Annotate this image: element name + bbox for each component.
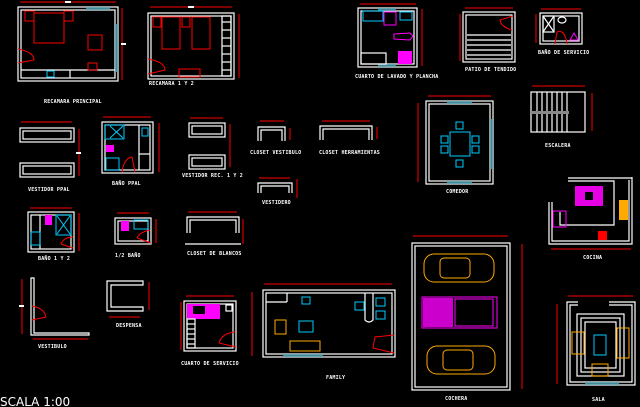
plan-vestidor-ppal: VESTIDOR PPAL [19, 121, 81, 193]
car-icon [426, 345, 496, 375]
room-label: VESTIDOR PPAL [28, 187, 70, 193]
plan-recamara-principal: RECAMARA PRINCIPAL [17, 1, 126, 105]
plan-cochera: COCHERA [411, 235, 523, 402]
plan-vestidor-rec: VESTIDOR REC. 1 Y 2 [182, 117, 243, 179]
room-label: RECAMARA PRINCIPAL [44, 99, 102, 105]
pickup-truck-icon [421, 296, 498, 329]
room-label: VESTIDERO [262, 200, 291, 206]
room-label: VESTIDOR REC. 1 Y 2 [182, 173, 243, 179]
plan-cuarto-lavado: CUARTO DE LAVADO Y PLANCHA [355, 3, 438, 80]
plan-vestidero: VESTIDERO [257, 177, 298, 206]
plan-medio-bano: 1/2 BAÑO [114, 212, 157, 259]
car-icon [423, 253, 495, 283]
scale-label: SCALA 1:00 [0, 395, 70, 407]
room-label: BAÑO DE SERVICIO [538, 49, 589, 56]
room-label: COCHERA [445, 396, 467, 402]
room-label: COCINA [583, 255, 602, 261]
plan-sala: SALA [556, 295, 636, 403]
plan-bano-ppal: BAÑO PPAL [101, 116, 160, 187]
room-label: ESCALERA [545, 143, 571, 149]
room-label: PATIO DE TENDIDO [465, 67, 516, 73]
plan-recamara-1-2: RECAMARA 1 Y 2 [147, 6, 240, 87]
room-label: RECAMARA 1 Y 2 [149, 81, 194, 87]
room-label: BAÑO 1 Y 2 [38, 255, 70, 262]
room-label: DESPENSA [116, 323, 142, 329]
room-label: CUARTO DE LAVADO Y PLANCHA [355, 74, 438, 80]
plan-closet-vestibulo: CLOSET VESTIBULO [250, 120, 301, 156]
room-label: SALA [592, 397, 605, 403]
room-label: CLOSET DE BLANCOS [187, 251, 242, 257]
plan-closet-blancos: CLOSET DE BLANCOS [185, 211, 244, 257]
plan-bano-servicio: BAÑO DE SERVICIO [535, 8, 589, 56]
plan-despensa: DESPENSA [106, 280, 150, 329]
plan-bano-1-2: BAÑO 1 Y 2 [27, 207, 80, 262]
room-label: CLOSET HERRAMIENTAS [319, 150, 380, 156]
plan-comedor: COMEDOR [417, 95, 494, 195]
room-label: 1/2 BAÑO [115, 252, 141, 259]
room-label: BAÑO PPAL [112, 180, 141, 187]
plan-escalera: ESCALERA [530, 85, 593, 149]
room-label: FAMILY [326, 375, 345, 381]
room-label: CLOSET VESTIBULO [250, 150, 301, 156]
plan-closet-herramientas: CLOSET HERRAMIENTAS [319, 120, 380, 156]
plan-family: FAMILY [251, 283, 396, 381]
plan-vestibulo: VESTIBULO [19, 277, 90, 350]
room-label: VESTIBULO [38, 344, 67, 350]
plan-patio-tendido: PATIO DE TENDIDO [459, 7, 516, 73]
room-label: CUARTO DE SERVICIO [181, 361, 239, 367]
plan-cocina: COCINA [548, 177, 633, 261]
plan-cuarto-servicio: CUARTO DE SERVICIO [180, 295, 239, 367]
room-label: COMEDOR [446, 189, 469, 195]
